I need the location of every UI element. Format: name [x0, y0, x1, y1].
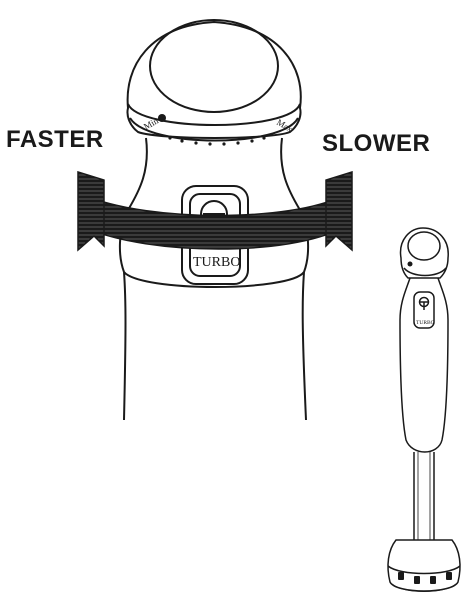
slower-label: SLOWER: [322, 130, 431, 157]
faster-arrow-head: [77, 170, 105, 252]
blender-waist: [118, 137, 148, 273]
small-turbo-button: [413, 291, 435, 329]
speed-dial-ring: [127, 103, 301, 126]
slower-arrow-head: [325, 170, 353, 252]
top-cap: [149, 19, 279, 113]
small-turbo-label: TURBO: [416, 320, 435, 326]
blade-guard: [387, 539, 461, 592]
turbo-button-label: TURBO: [193, 255, 240, 270]
speed-arrow: [77, 170, 353, 252]
speed-dial-dots: [158, 114, 266, 146]
faster-label: FASTER: [6, 126, 104, 153]
speed-arrow-band: [85, 194, 343, 250]
blender-handle: [123, 271, 127, 421]
small-blender: TURBO: [387, 227, 461, 592]
dial-min-mark: Min: [142, 115, 160, 131]
blender-shaft: [413, 452, 435, 540]
small-motor-head: [399, 227, 449, 279]
small-handle: [399, 277, 449, 453]
